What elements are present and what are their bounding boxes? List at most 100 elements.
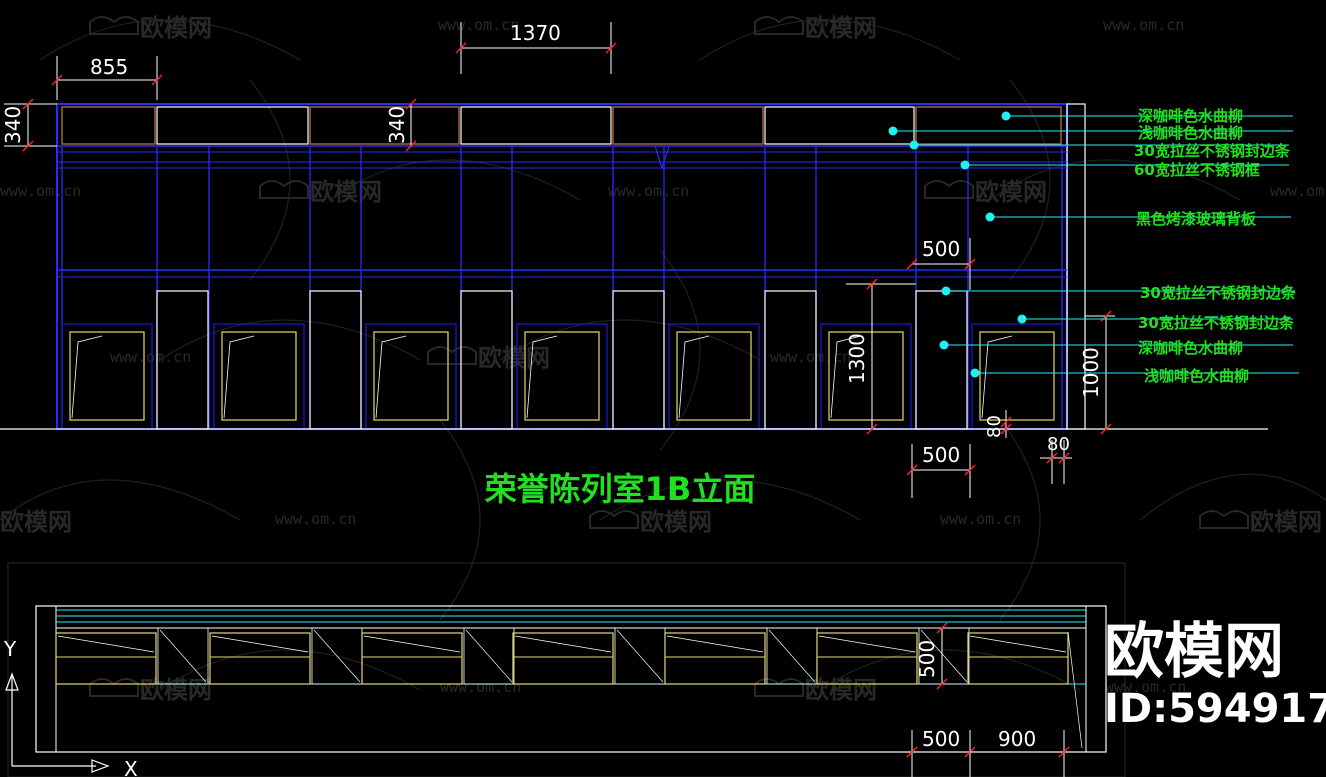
watermark-brand: 欧模网 <box>805 676 877 704</box>
axis-x-label: X <box>124 757 138 777</box>
top-cabinet-panel <box>764 106 915 145</box>
plan-pedestal-diagonal <box>159 629 207 683</box>
dimension-900-plan: 900 <box>970 727 1070 777</box>
dimension-80-horizontal: 80 <box>1040 434 1072 484</box>
plan-pedestal-diagonal <box>616 629 664 683</box>
dimension-855: 855 <box>51 55 163 100</box>
glass-reflection <box>981 335 1013 419</box>
plan-view: 500 500 900 <box>7 562 1126 777</box>
dimension-500-plan: 500 <box>906 727 976 777</box>
dim-label: 80 <box>984 415 1005 438</box>
plan-pedestal-diagonal <box>920 629 968 683</box>
watermark-brand: 欧模网 <box>478 344 550 372</box>
watermark-brand-large: 欧模网 <box>1104 617 1284 687</box>
elevation-view <box>0 103 1268 430</box>
display-bases <box>61 290 1063 430</box>
pedestal <box>612 290 665 430</box>
pedestal <box>915 290 968 430</box>
dim-label: 80 <box>1047 434 1070 455</box>
dim-label: 500 <box>922 237 960 261</box>
glass-reflection <box>830 335 862 419</box>
plan-cell-hatch <box>818 635 916 653</box>
annotation-label: 30宽拉丝不锈钢封边条 <box>1140 284 1297 302</box>
display-box-inner <box>524 331 600 421</box>
plan-cell-hatch <box>666 635 764 653</box>
watermark-id: ID:594917 <box>1104 686 1326 732</box>
watermark-brand: 欧模网 <box>975 178 1047 206</box>
plan-frame <box>35 605 1107 753</box>
top-cabinet-panel <box>309 106 460 145</box>
watermark-url: www.om.cn <box>608 182 689 200</box>
dim-label: 500 <box>922 443 960 467</box>
watermark-url: www.om.cn <box>770 348 851 366</box>
dimension-1300: 1300 <box>845 278 916 435</box>
watermark-brand: 欧模网 <box>140 14 212 42</box>
watermark-url: www.om.cn <box>0 182 81 200</box>
plan-cell-hatch <box>969 635 1067 653</box>
plan-cell-hatch <box>211 635 309 653</box>
dim-label: 900 <box>998 727 1036 751</box>
ucs-axis-indicator: Y X <box>3 637 138 777</box>
display-box-inner <box>828 331 904 421</box>
glass-reflection <box>375 335 407 419</box>
plan-pedestal-diagonal <box>768 629 816 683</box>
annotation-label: 浅咖啡色水曲柳 <box>1138 124 1243 142</box>
glass-reflection <box>678 335 710 419</box>
dimension-500-lower: 500 <box>906 443 976 498</box>
watermark-brand: 欧模网 <box>310 178 382 206</box>
plan-pedestal <box>463 627 515 685</box>
dim-label: 500 <box>922 727 960 751</box>
pedestal <box>309 290 362 430</box>
annotation-label: 浅咖啡色水曲柳 <box>1144 367 1249 385</box>
plan-cell-hatch <box>57 635 155 653</box>
display-box-inner <box>676 331 752 421</box>
glass-reflection <box>71 335 103 419</box>
display-box-inner <box>221 331 297 421</box>
watermark-brand: 欧模网 <box>640 508 712 536</box>
annotation-label: 30宽拉丝不锈钢封边条 <box>1134 142 1291 160</box>
top-cabinet-panel <box>61 106 156 145</box>
plan-pedestal-diagonal <box>465 629 513 683</box>
frame-posts <box>61 145 1063 429</box>
plan-outer-boundary <box>7 562 1126 777</box>
plan-display-cell <box>361 632 463 685</box>
top-cabinet-panel <box>915 106 1062 145</box>
plan-display-cell <box>664 632 766 685</box>
dim-label: 340 <box>385 106 409 144</box>
watermark-url: www.om.cn <box>275 510 356 528</box>
dimension-340-left: 340 <box>1 98 57 152</box>
glass-reflection <box>223 335 255 419</box>
plan-display-cell <box>55 632 157 685</box>
plan-display-cell <box>209 632 311 685</box>
plan-display-cell <box>816 632 918 685</box>
watermark-url: www.om.cn <box>440 678 521 696</box>
annotation-label: 60宽拉丝不锈钢框 <box>1134 161 1260 179</box>
watermark-brand: 欧模网 <box>1250 508 1322 536</box>
plan-cell-hatch <box>363 635 461 653</box>
plan-end-diagonal <box>1067 631 1083 749</box>
dimension-340-middle: 340 <box>385 98 417 152</box>
plan-pedestal-diagonal <box>313 629 361 683</box>
dim-label: 1300 <box>845 333 869 384</box>
dim-label: 855 <box>90 55 128 79</box>
dimension-500-plan-vertical: 500 <box>915 622 948 690</box>
dimension-500-upper: 500 <box>906 237 976 290</box>
frame-notch <box>654 145 670 170</box>
dimension-1370: 1370 <box>455 21 617 74</box>
axis-y-label: Y <box>3 637 17 661</box>
dim-label: 340 <box>1 106 25 144</box>
annotation-label: 黑色烤漆玻璃背板 <box>1136 210 1257 228</box>
top-cabinet-panel <box>460 106 612 145</box>
dimension-layer: 855 1370 340 340 500 <box>1 21 1115 498</box>
dim-label: 1370 <box>510 21 561 45</box>
annotation-label: 深咖啡色水曲柳 <box>1138 339 1243 357</box>
watermark-url: www.om.cn <box>1103 16 1184 34</box>
plan-display-cell <box>967 632 1069 685</box>
watermark-url: www.om.cn <box>1270 182 1326 200</box>
display-box-inner <box>373 331 449 421</box>
plan-cell-hatch <box>514 635 612 653</box>
drawing-title: 荣誉陈列室1B立面 <box>485 470 756 508</box>
watermark-layer: 欧模网 欧模网 欧模网 欧模网 欧模网 欧模网 欧模网 欧模网 欧模网 欧模网 … <box>0 14 1326 704</box>
plan-pedestal <box>918 627 970 685</box>
